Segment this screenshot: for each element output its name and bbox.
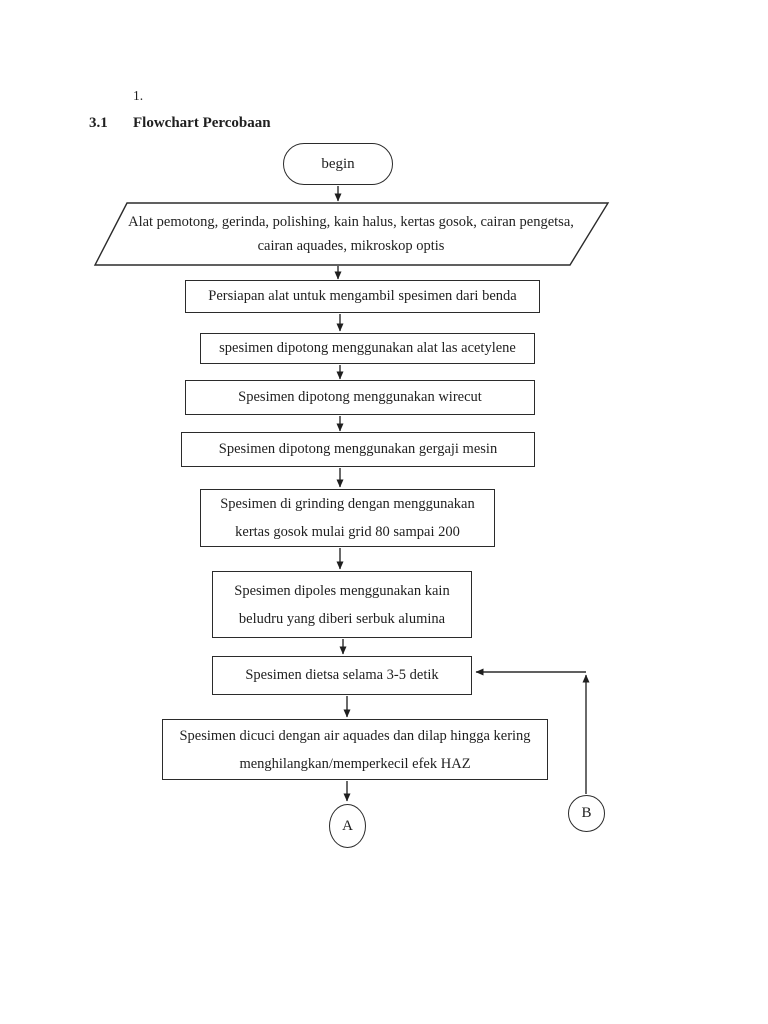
step-2-label: spesimen dipotong menggunakan alat las a… xyxy=(219,340,516,356)
process-step-8: Spesimen dicuci dengan air aquades dan d… xyxy=(162,719,548,780)
step-8-line-2: menghilangkan/memperkecil efek HAZ xyxy=(239,755,471,772)
step-5-line-1: Spesimen di grinding dengan menggunakan xyxy=(220,496,475,512)
connector-a: A xyxy=(329,804,366,848)
step-6-line-2: beludru yang diberi serbuk alumina xyxy=(238,610,446,627)
connector-a-label: A xyxy=(342,817,353,834)
process-step-3: Spesimen dipotong menggunakan wirecut xyxy=(185,380,535,415)
input-line-2: cairan pengetsa, cairan aquades, mikrosk… xyxy=(257,214,574,254)
process-step-1: Persiapan alat untuk mengambil spesimen … xyxy=(185,280,540,313)
connector-b-label: B xyxy=(581,805,592,821)
process-step-2: spesimen dipotong menggunakan alat las a… xyxy=(200,333,535,364)
step-4-label: Spesimen dipotong menggunakan gergaji me… xyxy=(218,441,498,457)
process-step-5: Spesimen di grinding dengan menggunakan … xyxy=(200,489,495,547)
connector-b: B xyxy=(568,795,605,832)
process-step-4: Spesimen dipotong menggunakan gergaji me… xyxy=(181,432,535,467)
input-line-1: Alat pemotong, gerinda, polishing, kain … xyxy=(128,214,477,230)
step-5-line-2: kertas gosok mulai grid 80 sampai 200 xyxy=(235,524,460,540)
start-node-label: begin xyxy=(321,155,355,172)
step-8-line-1: Spesimen dicuci dengan air aquades dan d… xyxy=(179,727,531,744)
step-1-label: Persiapan alat untuk mengambil spesimen … xyxy=(208,288,517,304)
step-6-line-1: Spesimen dipoles menggunakan kain xyxy=(234,582,450,599)
section-title: Flowchart Percobaan xyxy=(133,115,271,131)
step-7-label: Spesimen dietsa selama 3-5 detik xyxy=(245,667,439,683)
input-node-text: Alat pemotong, gerinda, polishing, kain … xyxy=(126,210,576,258)
process-step-7: Spesimen dietsa selama 3-5 detik xyxy=(212,656,472,695)
list-marker: 1. xyxy=(133,88,144,103)
process-step-6: Spesimen dipoles menggunakan kain beludr… xyxy=(212,571,472,638)
step-3-label: Spesimen dipotong menggunakan wirecut xyxy=(238,389,482,405)
start-node: begin xyxy=(283,143,393,185)
section-number: 3.1 xyxy=(89,115,108,131)
